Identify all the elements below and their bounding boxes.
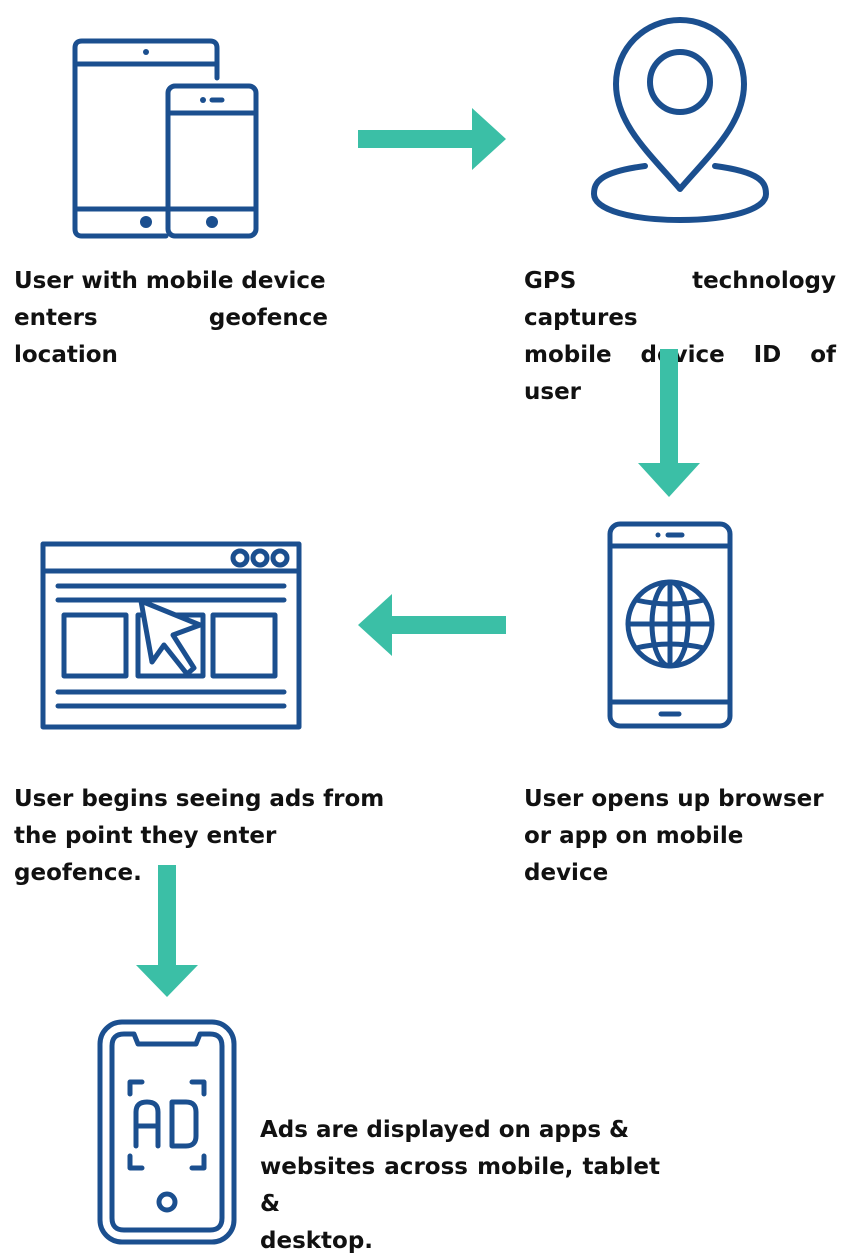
- step-3-text: User opens up browser or app on mobile d…: [524, 781, 834, 892]
- phone-ad-icon: [96, 1018, 238, 1246]
- step-1-text: User with mobile device enters geofence …: [14, 263, 328, 374]
- arrow-down-step4-to-step5: [136, 865, 198, 997]
- step-2-line-1: GPS technology captures: [524, 268, 836, 331]
- step-2-line-2: mobile device ID of user: [524, 342, 836, 405]
- step-5-text: Ads are displayed on apps & websites acr…: [260, 1112, 660, 1260]
- phone-globe-icon: [606, 520, 734, 730]
- location-pin-icon: [590, 14, 770, 224]
- step-4-line-2: the point they enter geofence.: [14, 823, 277, 886]
- step-5-line-3: desktop.: [260, 1228, 374, 1254]
- step-1-line-1: User with mobile device: [14, 268, 326, 294]
- arrow-left-step3-to-step4: [358, 594, 506, 656]
- step-5-line-2: websites across mobile, tablet &: [260, 1154, 660, 1217]
- step-4-line-1: User begins seeing ads from: [14, 786, 385, 812]
- step-3-line-1: User opens up browser: [524, 786, 824, 812]
- arrow-down-step2-to-step3: [638, 349, 700, 497]
- step-5-line-1: Ads are displayed on apps &: [260, 1117, 630, 1143]
- step-4-text: User begins seeing ads from the point th…: [14, 781, 394, 892]
- step-1-line-2: enters geofence location: [14, 305, 328, 368]
- step-2-text: GPS technology captures mobile device ID…: [524, 263, 836, 411]
- browser-ads-cursor-icon: [40, 541, 304, 731]
- arrow-right-step1-to-step2: [358, 108, 506, 170]
- tablet-and-phone-icon: [70, 36, 265, 242]
- step-3-line-2: or app on mobile device: [524, 823, 744, 886]
